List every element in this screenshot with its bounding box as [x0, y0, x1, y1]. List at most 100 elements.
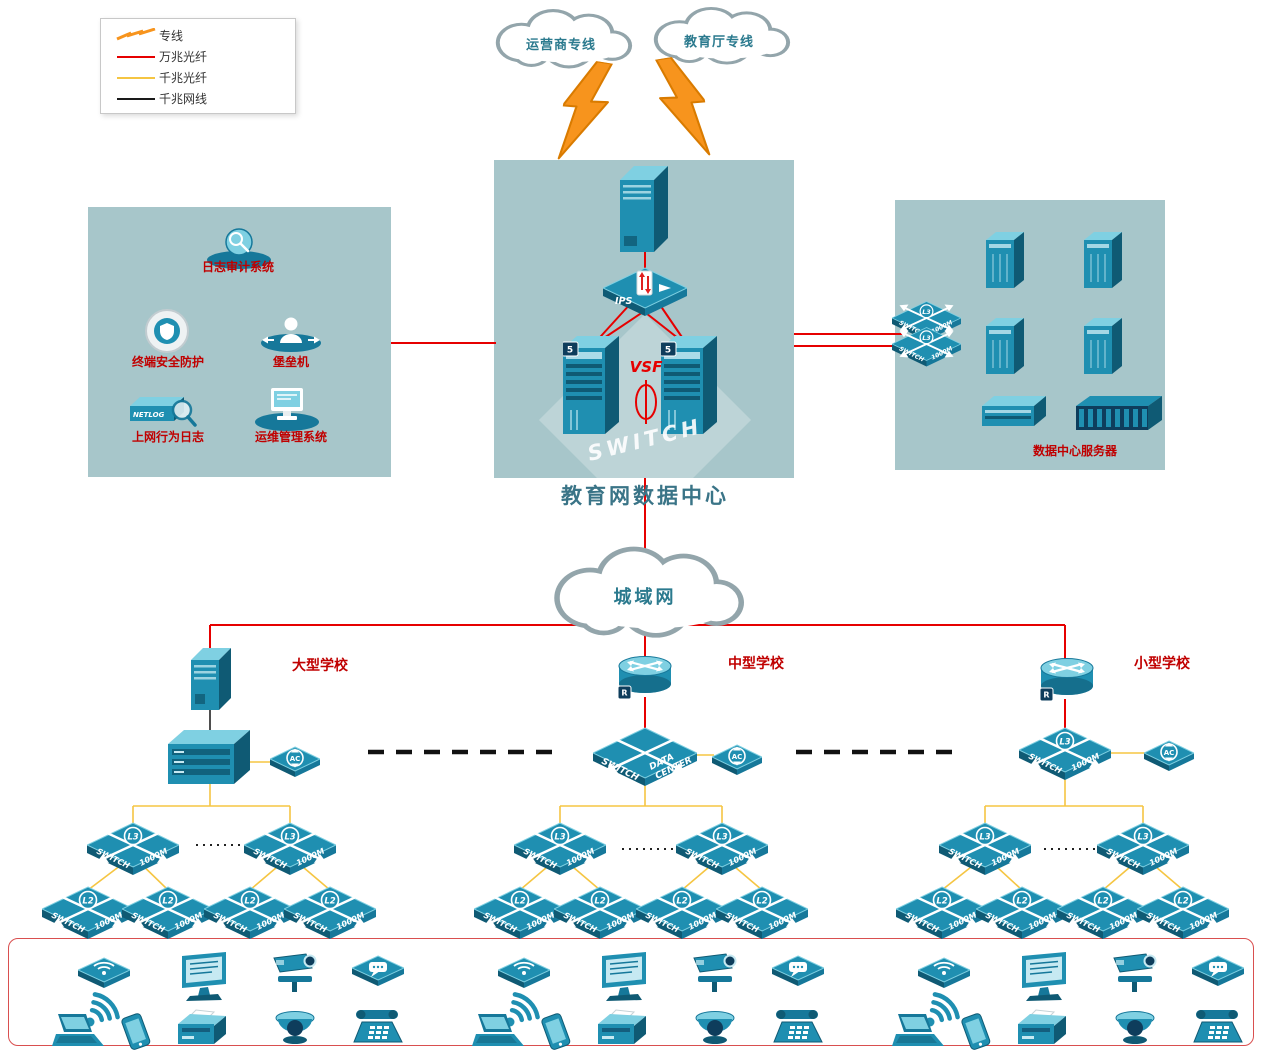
lightning-bolt-icon	[652, 53, 714, 165]
ac-controller-icon: AC	[712, 744, 762, 778]
svg-text:L2: L2	[936, 897, 947, 907]
ops-management-icon	[248, 384, 326, 432]
server-tower-icon	[1084, 230, 1122, 290]
svg-text:NETLOG: NETLOG	[133, 411, 165, 419]
smartphone-icon	[114, 1012, 158, 1052]
legend-label: 千兆光纤	[159, 71, 208, 85]
svg-text:R: R	[621, 689, 627, 698]
svg-text:AC: AC	[1164, 749, 1175, 757]
legend-label: 千兆网线	[159, 92, 208, 106]
telephone-icon	[772, 1008, 828, 1046]
edu-cloud-label: 教育厅专线	[683, 34, 754, 50]
svg-text:L3: L3	[716, 833, 727, 843]
wlan-ap-icon	[498, 956, 550, 990]
lightning-bolt-icon	[554, 57, 616, 169]
router-icon: R	[616, 654, 674, 702]
legend-row-dedicated-line: 专线	[101, 25, 295, 46]
wlan-ap-icon	[918, 956, 970, 990]
ops-management-label: 运维管理系统	[254, 430, 327, 444]
medium-school-label: 中型学校	[728, 656, 784, 672]
core-switch-icon: 5	[563, 334, 619, 436]
datacenter-title: 教育网数据中心	[561, 484, 729, 508]
svg-text:L3: L3	[979, 833, 990, 843]
carrier-cloud-label: 运营商专线	[525, 37, 596, 53]
telephone-icon	[352, 1008, 408, 1046]
rack-chassis-icon	[1076, 392, 1162, 434]
svg-text:L2: L2	[1097, 897, 1108, 907]
small-school-label: 小型学校	[1134, 656, 1190, 672]
smartphone-icon	[534, 1012, 578, 1052]
svg-text:L2: L2	[244, 897, 255, 907]
log-audit-label: 日志审计系统	[201, 260, 274, 274]
telephone-icon	[1192, 1008, 1248, 1046]
svg-text:L3: L3	[127, 833, 138, 843]
server-tower-icon	[986, 316, 1024, 376]
laptop-icon	[48, 1014, 106, 1050]
svg-text:L3: L3	[922, 334, 931, 342]
svg-text:AC: AC	[290, 755, 301, 763]
svg-text:L3: L3	[1059, 738, 1070, 748]
legend-label: 万兆光纤	[159, 50, 208, 64]
svg-text:5: 5	[665, 346, 671, 356]
svg-text:L2: L2	[676, 897, 687, 907]
smartphone-icon	[954, 1012, 998, 1052]
terminal-security-icon	[144, 308, 190, 354]
dome-camera-icon	[272, 1010, 318, 1046]
svg-text:L3: L3	[554, 833, 565, 843]
legend-row-10g-fiber: 万兆光纤	[101, 46, 295, 67]
server-tower-icon	[986, 230, 1024, 290]
svg-text:IPS: IPS	[615, 296, 632, 307]
legend-row-1g-fiber: 千兆光纤	[101, 67, 295, 88]
legend-row-1g-copper: 千兆网线	[101, 88, 295, 109]
svg-text:L2: L2	[514, 897, 525, 907]
svg-text:R: R	[1043, 691, 1049, 700]
svg-text:L2: L2	[324, 897, 335, 907]
svg-text:L2: L2	[594, 897, 605, 907]
cloud-icon	[535, 542, 755, 640]
svg-text:5: 5	[567, 346, 573, 356]
terminal-security-label: 终端安全防护	[131, 355, 204, 369]
svg-text:L3: L3	[284, 833, 295, 843]
printer-icon	[174, 1008, 230, 1050]
server-tower-icon	[1084, 316, 1122, 376]
man-cloud-label: 城域网	[613, 587, 677, 608]
laptop-icon	[468, 1014, 526, 1050]
wifi-signal-icon	[500, 988, 546, 1030]
printer-icon	[1014, 1008, 1070, 1050]
ac-controller-icon: AC	[1144, 740, 1194, 774]
man-cloud: 城域网	[535, 542, 755, 640]
svg-text:L2: L2	[1016, 897, 1027, 907]
router-icon: R	[1038, 656, 1096, 704]
carrier-line-cloud: 运营商专线	[482, 6, 640, 70]
bastion-host-icon	[252, 312, 330, 354]
ptz-camera-icon	[268, 950, 322, 996]
svg-text:L2: L2	[1177, 897, 1188, 907]
ac-controller-icon: AC	[270, 746, 320, 780]
legend-label: 专线	[159, 29, 184, 43]
chat-terminal-icon	[352, 954, 404, 988]
svg-text:L2: L2	[82, 897, 93, 907]
legend: 专线 万兆光纤 千兆光纤 千兆网线	[100, 18, 296, 114]
chassis-switch-icon	[168, 728, 250, 786]
red-line-icon	[113, 55, 159, 58]
chat-terminal-icon	[772, 954, 824, 988]
dome-camera-icon	[1112, 1010, 1158, 1046]
netlog-icon: NETLOG	[128, 390, 198, 434]
black-line-icon	[113, 97, 159, 100]
printer-icon	[594, 1008, 650, 1050]
